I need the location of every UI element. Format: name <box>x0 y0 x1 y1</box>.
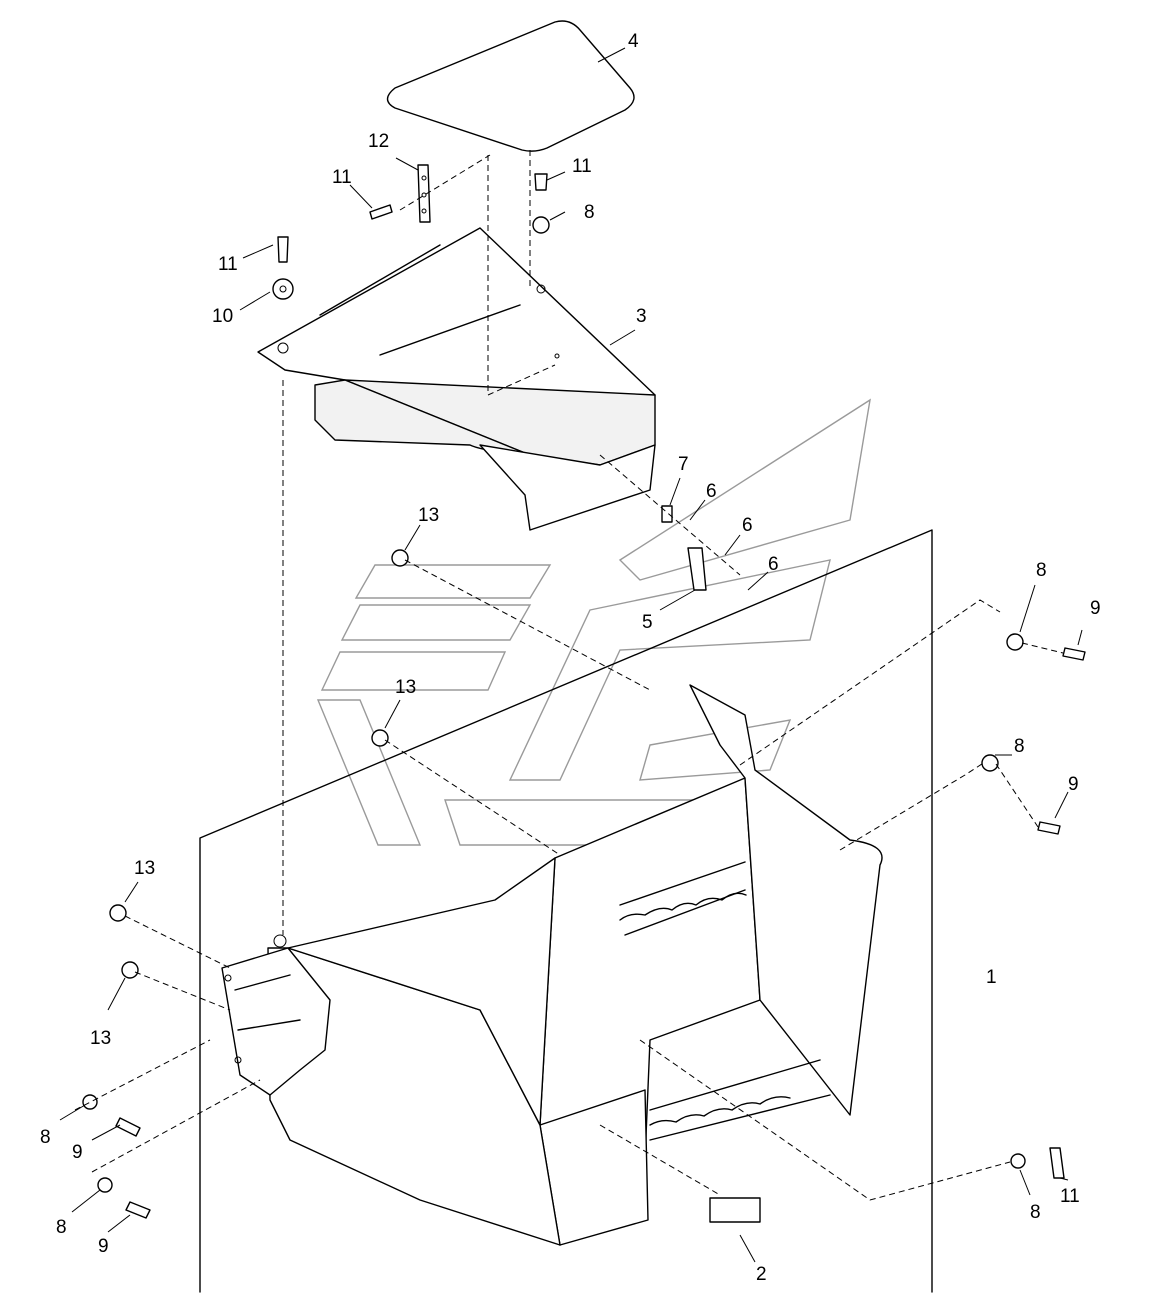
main-panel-1 <box>199 529 933 1293</box>
label-part-4: 4 <box>628 31 639 52</box>
callout-labels: 1 2 3 4 5 6 6 6 7 8 8 8 8 8 8 9 9 9 9 10… <box>40 31 1101 1285</box>
label-part-8-b: 8 <box>1036 560 1047 581</box>
label-part-5: 5 <box>642 612 653 633</box>
label-part-8-d: 8 <box>40 1127 51 1148</box>
label-part-8-a: 8 <box>584 202 595 223</box>
hinge-strip-12 <box>417 164 431 223</box>
assembly-lines <box>74 150 1064 1201</box>
label-part-6-b: 6 <box>742 515 753 536</box>
label-part-11-c: 11 <box>218 254 238 275</box>
upper-housing-3 <box>257 227 656 531</box>
label-part-13-a: 13 <box>418 505 439 526</box>
label-part-12: 12 <box>368 131 389 152</box>
label-part-13-c: 13 <box>134 858 155 879</box>
label-part-1: 1 <box>986 967 997 988</box>
label-part-9-d: 9 <box>98 1236 109 1257</box>
label-part-6-c: 6 <box>768 554 779 575</box>
label-part-11-d: 11 <box>1060 1186 1080 1207</box>
label-part-13-d: 13 <box>90 1028 111 1049</box>
label-part-11-b: 11 <box>572 156 592 177</box>
fasteners <box>82 173 1086 1219</box>
label-part-8-f: 8 <box>1030 1202 1041 1223</box>
label-part-9-c: 9 <box>72 1142 83 1163</box>
label-part-9-b: 9 <box>1068 774 1079 795</box>
label-part-10: 10 <box>212 306 233 327</box>
step-assembly <box>539 684 883 1246</box>
callout-leaders <box>59 47 1083 1263</box>
label-part-9-a: 9 <box>1090 598 1101 619</box>
label-part-2: 2 <box>756 1264 767 1285</box>
label-part-6-a: 6 <box>706 481 717 502</box>
cover-plate-4 <box>386 20 635 152</box>
label-part-7: 7 <box>678 454 689 475</box>
label-part-8-e: 8 <box>56 1217 67 1238</box>
label-part-11-a: 11 <box>332 167 352 188</box>
label-part-8-c: 8 <box>1014 736 1025 757</box>
label-part-3: 3 <box>636 306 647 327</box>
label-part-13-b: 13 <box>395 677 416 698</box>
lower-box <box>221 857 561 1246</box>
